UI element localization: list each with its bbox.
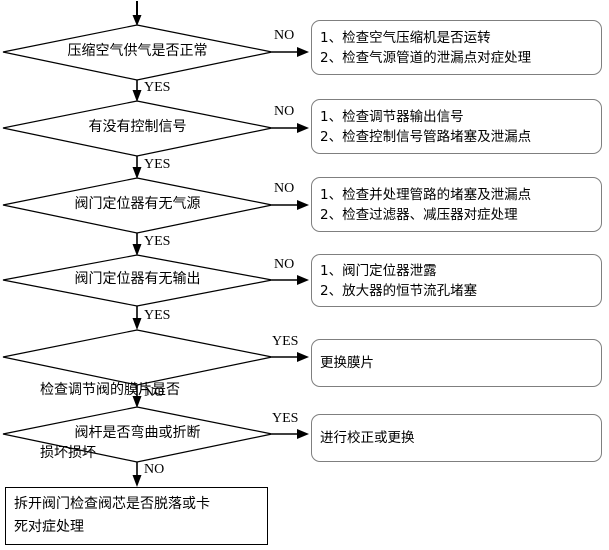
branch-arrow-1-right [272,47,309,57]
decision-label-5-line-1: 检查调节阀的膜片是否 [40,382,180,398]
action-box-3-line-2: 2、检查过滤器、减压器对症处理 [320,206,518,223]
action-box-4-line-2: 2、放大器的恒节流孔堵塞 [320,282,478,299]
action-box-6[interactable]: 进行校正或更换 [311,414,602,462]
branch-label-6-yes: YES [272,411,299,426]
decision-label-3: 阀门定位器有无气源 [74,196,201,212]
action-box-2-line-1: 1、检查调节器输出信号 [320,108,464,125]
action-box-1[interactable]: 1、检查空气压缩机是否运转 2、检查气源管道的泄漏点对症处理 [311,20,602,75]
branch-label-5-yes: YES [272,334,299,349]
branch-arrow-6-down [132,462,142,487]
decision-label-5-line-2: 损坏损坏 [40,445,96,461]
decision-label-6: 阀杆是否弯曲或折断 [74,425,201,441]
branch-label-1-no: NO [274,28,295,43]
branch-arrow-2-right [272,123,309,133]
action-box-3[interactable]: 1、检查并处理管路的堵塞及泄漏点 2、检查过滤器、减压器对症处理 [311,177,602,232]
action-box-6-line-1: 进行校正或更换 [320,430,415,446]
branch-arrow-6-right [272,429,309,439]
branch-label-4-no: NO [274,257,295,272]
terminal-box-line-1: 拆开阀门检查阀芯是否脱落或卡 [14,496,210,512]
action-box-4[interactable]: 1、阀门定位器泄露 2、放大器的恒节流孔堵塞 [311,254,602,307]
branch-label-4-yes: YES [144,308,171,323]
branch-label-3-yes: YES [144,234,171,249]
branch-arrow-5-right [272,352,309,362]
branch-label-3-no: NO [274,181,295,196]
branch-label-2-no: NO [274,104,295,119]
action-box-1-line-2: 2、检查气源管道的泄漏点对症处理 [320,49,532,66]
action-box-2-line-2: 2、检查控制信号管路堵塞及泄漏点 [320,128,532,145]
terminal-box[interactable]: 拆开阀门检查阀芯是否脱落或卡 死对症处理 [5,487,268,545]
branch-arrow-4-down [132,306,142,330]
branch-label-1-yes: YES [144,80,171,95]
branch-label-6-no: NO [144,462,165,477]
branch-arrow-5-down [132,385,142,408]
action-box-2[interactable]: 1、检查调节器输出信号 2、检查控制信号管路堵塞及泄漏点 [311,99,602,154]
decision-label-1: 压缩空气供气是否正常 [67,43,208,59]
branch-arrow-3-right [272,200,309,210]
branch-arrow-3-down [132,233,142,256]
action-box-5[interactable]: 更换膜片 [311,339,602,387]
decision-label-2: 有没有控制信号 [88,119,187,135]
decision-label-5: 检查调节阀的膜片是否 损坏损坏 [40,338,240,506]
terminal-box-line-2: 死对症处理 [14,519,84,535]
action-box-1-line-1: 1、检查空气压缩机是否运转 [320,29,491,46]
branch-label-2-yes: YES [144,157,171,172]
decision-label-4: 阀门定位器有无输出 [74,271,201,287]
branch-arrow-1-down [132,80,142,102]
branch-arrow-2-down [132,156,142,179]
action-box-5-line-1: 更换膜片 [320,355,374,371]
action-box-4-line-1: 1、阀门定位器泄露 [320,262,437,279]
branch-arrow-4-right [272,275,309,285]
branch-label-5-no: NO [144,385,165,400]
entry-arrow [132,1,142,26]
action-box-3-line-1: 1、检查并处理管路的堵塞及泄漏点 [320,186,532,203]
